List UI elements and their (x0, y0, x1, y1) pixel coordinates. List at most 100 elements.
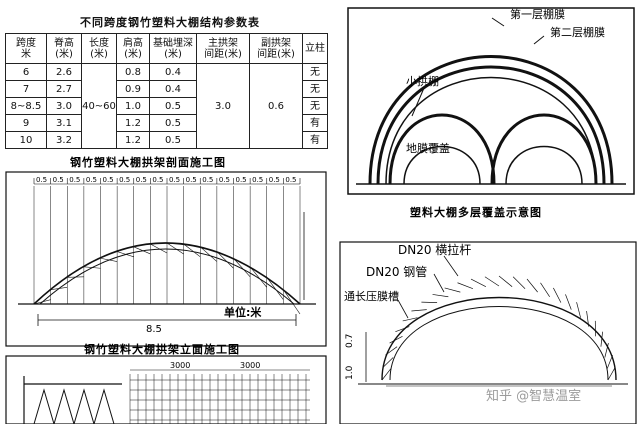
cell-ridge: 3.2 (46, 131, 82, 149)
dim-label: 0.5 (36, 176, 47, 184)
header-length: 长度(米) (81, 33, 117, 64)
label-pull-rod: DN20 横拉杆 (398, 242, 471, 257)
header-post: 立柱 (302, 33, 328, 64)
truss-diagonal (233, 258, 251, 278)
dim-label: 0.5 (252, 176, 263, 184)
second-film-layer (376, 65, 606, 185)
multilayer-frame (347, 7, 635, 195)
section-truss-web (33, 242, 301, 315)
cell-span: 7 (5, 80, 47, 98)
cell-post: 有 (302, 114, 328, 132)
truss-arch-outer (381, 296, 617, 381)
dim-label: 0.5 (136, 176, 147, 184)
small-arch-right (490, 113, 598, 185)
section-span-dim: 8.5 (146, 324, 162, 335)
section-title: 钢竹塑料大棚拱架剖面施工图 (70, 155, 226, 169)
truss-web-bar (389, 336, 403, 344)
parameter-table: 跨度米 脊高(米) 长度(米) 肩高(米) 基础埋深(米) 主拱架间距(米) 副… (5, 33, 328, 149)
truss-detail: DN20 横拉杆 DN20 钢管 通长压膜槽 1.0 0.7 知乎 @智慧温室 (339, 241, 637, 424)
truss-web-bar (381, 368, 392, 381)
mulch-left (403, 145, 481, 185)
inner-film-layer (385, 76, 597, 185)
label-second-film: 第二层棚膜 (550, 25, 605, 39)
mulch-right (505, 145, 583, 185)
cell-depth: 0.5 (149, 97, 197, 115)
label-first-film: 第一层棚膜 (510, 7, 565, 21)
truss-web-bar (553, 287, 562, 303)
header-main-spacing: 主拱架间距(米) (196, 33, 250, 64)
truss-diagonal (50, 287, 68, 291)
elevation-title: 钢竹塑料大棚拱架立面施工图 (84, 342, 240, 356)
dim-label: 0.5 (103, 176, 114, 184)
header-ridge: 脊高(米) (46, 33, 82, 64)
section-unit: 单位:米 (224, 305, 262, 319)
truss-diagonal (266, 277, 284, 300)
elevation-dim-1: 3000 (170, 361, 190, 370)
cell-span: 10 (5, 131, 47, 149)
truss-web-bar (470, 278, 487, 287)
truss-web-bar (600, 331, 603, 347)
table-title: 不同跨度钢竹塑料大棚结构参数表 (80, 16, 260, 29)
cell-ridge: 2.6 (46, 63, 82, 81)
leader-film-slot (397, 299, 409, 319)
cell-sub-spacing: 0.6 (249, 63, 303, 149)
cell-depth: 0.4 (149, 63, 197, 81)
cell-shoulder: 0.9 (116, 80, 150, 98)
dim-label: 0.5 (285, 176, 296, 184)
elevation-grid (129, 374, 310, 424)
cell-depth: 0.5 (149, 131, 197, 149)
truss-web-bar (586, 310, 590, 327)
cell-ridge: 3.0 (46, 97, 82, 115)
cell-span: 6 (5, 63, 47, 81)
truss-diagonal (150, 243, 168, 254)
dim-label: 0.5 (186, 176, 197, 184)
truss-diagonal (166, 242, 184, 255)
truss-diagonal (216, 251, 234, 269)
truss-dim-right: 0.7 (345, 334, 355, 348)
dim-label: 0.5 (86, 176, 97, 184)
cell-shoulder: 1.2 (116, 114, 150, 132)
truss-web-bar (576, 302, 581, 318)
cell-span: 9 (5, 114, 47, 132)
section-vertical-members (33, 186, 301, 304)
truss-web-bar (411, 309, 427, 312)
truss-web-bar (385, 346, 398, 356)
truss-web-bar (498, 275, 513, 287)
truss-web-bar (395, 326, 410, 332)
truss-web-bar (606, 354, 613, 369)
header-sub-spacing: 副拱架间距(米) (249, 33, 303, 64)
cell-depth: 0.4 (149, 80, 197, 98)
elevation-frame (5, 355, 327, 424)
truss-frame (339, 241, 637, 424)
truss-diagonal (200, 246, 218, 262)
label-small-arch: 小拱棚 (406, 74, 439, 88)
truss-web-bar (444, 287, 461, 293)
multilayer-diagram: 第一层棚膜 第二层棚膜 小拱棚 地膜覆盖 塑料大棚多层覆盖示意图 (347, 7, 635, 219)
watermark: 知乎 @智慧温室 (486, 388, 581, 404)
first-film-layer (368, 55, 614, 185)
dim-label: 0.5 (269, 176, 280, 184)
dim-label: 0.5 (69, 176, 80, 184)
cell-post: 有 (302, 131, 328, 149)
section-arch-outer (33, 242, 301, 305)
header-depth: 基础埋深(米) (149, 33, 197, 64)
label-steel-pipe: DN20 钢管 (366, 264, 427, 279)
truss-web-bar (432, 294, 449, 298)
elevation-dim-2: 3000 (240, 361, 260, 370)
truss-diagonal (83, 266, 101, 269)
truss-web-bar (607, 367, 616, 381)
truss-diagonal (117, 251, 134, 258)
truss-diagonal (183, 243, 201, 258)
cell-ridge: 2.7 (46, 80, 82, 98)
leader-steel-pipe (433, 273, 445, 293)
truss-diagonal (33, 299, 51, 305)
leader-second (533, 35, 545, 45)
cell-span: 8~8.5 (5, 97, 47, 115)
cell-length: 40~60 (81, 63, 117, 149)
dim-label: 0.5 (219, 176, 230, 184)
label-mulch: 地膜覆盖 (406, 141, 450, 155)
truss-diagonal (283, 289, 301, 315)
cell-post: 无 (302, 63, 328, 81)
dim-label: 0.5 (169, 176, 180, 184)
